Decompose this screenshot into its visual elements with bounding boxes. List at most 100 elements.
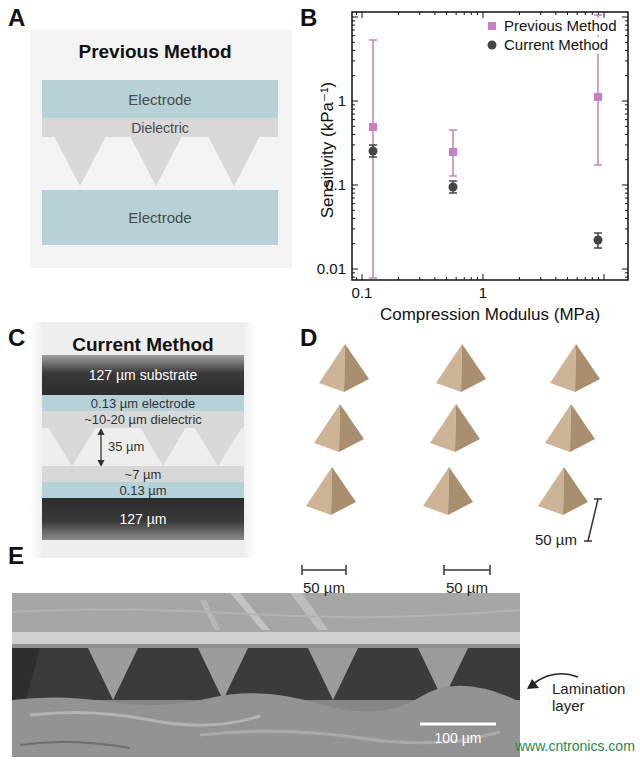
- sem-image: [12, 593, 520, 757]
- error-bar: [449, 175, 457, 177]
- axis-tick: [352, 126, 355, 127]
- dielectric-pyramids: [140, 427, 186, 466]
- axis-tick: [352, 269, 358, 270]
- error-bar: [594, 164, 602, 166]
- sem-image: [200, 600, 220, 630]
- pyramid-face: [314, 404, 340, 452]
- axis-tick: [434, 12, 435, 15]
- axis-tick: [477, 277, 478, 280]
- axis-tick: [625, 188, 628, 189]
- tick-label: 0.1: [352, 285, 373, 302]
- axis-title: Compression Modulus (MPa): [380, 306, 600, 325]
- layer-label: ~7 µm: [125, 468, 162, 481]
- panel-a-ground: [30, 30, 292, 268]
- axis-tick: [625, 20, 628, 21]
- axis-tick: [625, 50, 628, 51]
- axis-tick: [352, 193, 355, 194]
- axis-tick: [352, 218, 355, 219]
- dimension-bar: [584, 540, 592, 542]
- dimension-bar: [345, 565, 347, 575]
- axis-tick: [625, 42, 628, 43]
- axis-tick: [625, 75, 628, 76]
- axis-tick: [567, 277, 568, 280]
- axis-tick: [352, 75, 355, 76]
- sem-image: [12, 648, 40, 700]
- dimension-bar: [302, 569, 346, 571]
- pyramid-face: [563, 467, 588, 515]
- tick-label: 0.01: [317, 261, 346, 278]
- axis-tick: [352, 203, 355, 204]
- axis-tick: [625, 25, 628, 26]
- axis-tick: [625, 198, 628, 199]
- data-marker: [449, 148, 457, 156]
- dimension-label: 35 µm: [106, 440, 146, 454]
- electrode-layer: Electrode: [42, 190, 278, 245]
- dimension-label: 50 µm: [446, 580, 488, 597]
- substrate-layer: 127 µm: [42, 498, 244, 540]
- axis-tick: [585, 277, 586, 280]
- sem-image: [12, 644, 520, 648]
- dimension-bar: [588, 499, 598, 541]
- panel-c-ground: [30, 322, 256, 558]
- sem-image: [12, 686, 520, 757]
- pyramid-face: [319, 344, 345, 392]
- axis-tick: [625, 30, 628, 31]
- axis-tick: [540, 12, 541, 15]
- panel-heading: Current Method: [72, 335, 213, 356]
- data-marker: [594, 236, 603, 245]
- axis-tick: [352, 134, 355, 135]
- axis-tick: [540, 277, 541, 280]
- pyramid-array: [306, 344, 600, 515]
- axis-tick: [464, 12, 465, 15]
- axis-tick: [625, 159, 628, 160]
- dielectric-layer: ~10-20 µm dielectric: [42, 411, 244, 428]
- axis-tick: [625, 218, 628, 219]
- pyramid-face: [339, 404, 364, 452]
- scale-bar: [420, 724, 496, 725]
- layer-label: Dielectric: [131, 121, 189, 135]
- layer-label: 0.13 µm: [119, 484, 166, 497]
- tick-label: 1: [479, 285, 487, 302]
- axis-tick: [625, 243, 628, 244]
- dimension-label: 50 µm: [535, 532, 577, 549]
- error-bar: [369, 39, 377, 41]
- tick-label: 1: [338, 93, 346, 110]
- axis-tick: [625, 134, 628, 135]
- axis-tick: [352, 198, 355, 199]
- plot-frame: [352, 12, 628, 280]
- dimension-bar: [302, 499, 602, 575]
- legend-marker: [488, 22, 496, 30]
- axis-tick: [577, 277, 578, 280]
- error-bar: [594, 247, 602, 249]
- axis-tick: [622, 269, 628, 270]
- axis-tick: [352, 20, 355, 21]
- layer-label: Electrode: [128, 210, 191, 225]
- sem-image: [20, 742, 130, 748]
- axis-tick: [471, 277, 472, 280]
- axis-tick: [519, 12, 520, 15]
- leader-arrow: [527, 679, 539, 689]
- layer-label: Electrode: [128, 92, 191, 107]
- dimension-bar: [594, 498, 602, 500]
- sem-image: [12, 593, 520, 757]
- axis-tick: [625, 126, 628, 127]
- axis-tick: [625, 35, 628, 36]
- axis-tick: [555, 12, 556, 15]
- pyramid-face: [461, 344, 486, 392]
- dielectric-pyramids: [208, 136, 260, 186]
- axis-tick: [519, 277, 520, 280]
- axis-tick: [352, 50, 355, 51]
- pyramid-face: [331, 467, 356, 515]
- axis-tick: [352, 42, 355, 43]
- dielectric-pyramids: [194, 427, 242, 466]
- axis-tick: [622, 17, 628, 18]
- pyramid-face: [448, 467, 473, 515]
- axis-tick: [625, 114, 628, 115]
- sem-image: [30, 712, 260, 725]
- axis-tick: [352, 30, 355, 31]
- error-bar: [449, 180, 457, 182]
- pyramid-face: [430, 404, 456, 452]
- dimension-bar: [443, 565, 445, 575]
- axis-tick: [456, 12, 457, 15]
